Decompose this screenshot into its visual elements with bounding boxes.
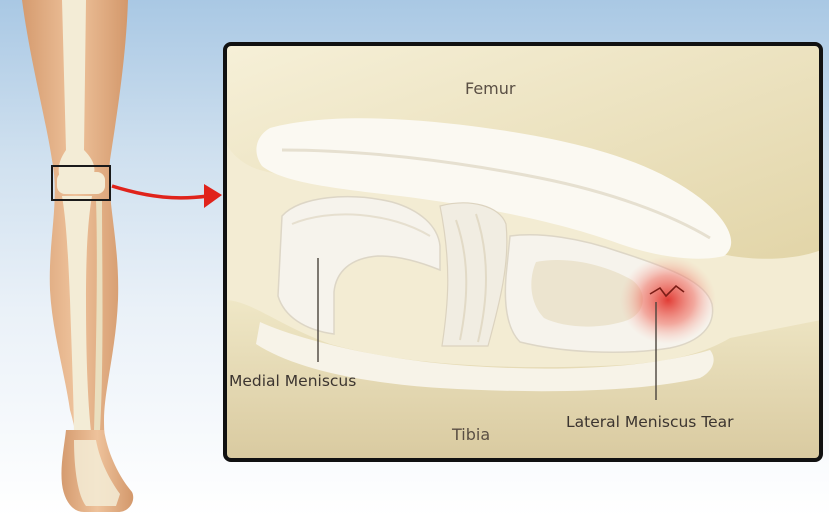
leg-illustration — [22, 0, 133, 512]
knee-joint-small — [57, 172, 105, 194]
label-tibia: Tibia — [451, 425, 490, 444]
label-femur: Femur — [465, 79, 516, 98]
zoom-panel: Femur Medial Meniscus Lateral Meniscus T… — [225, 44, 821, 460]
label-lateral-meniscus-tear: Lateral Meniscus Tear — [566, 413, 734, 431]
tear-highlight — [620, 256, 716, 344]
label-medial-meniscus: Medial Meniscus — [229, 372, 356, 390]
arrow-right-icon — [112, 184, 222, 208]
